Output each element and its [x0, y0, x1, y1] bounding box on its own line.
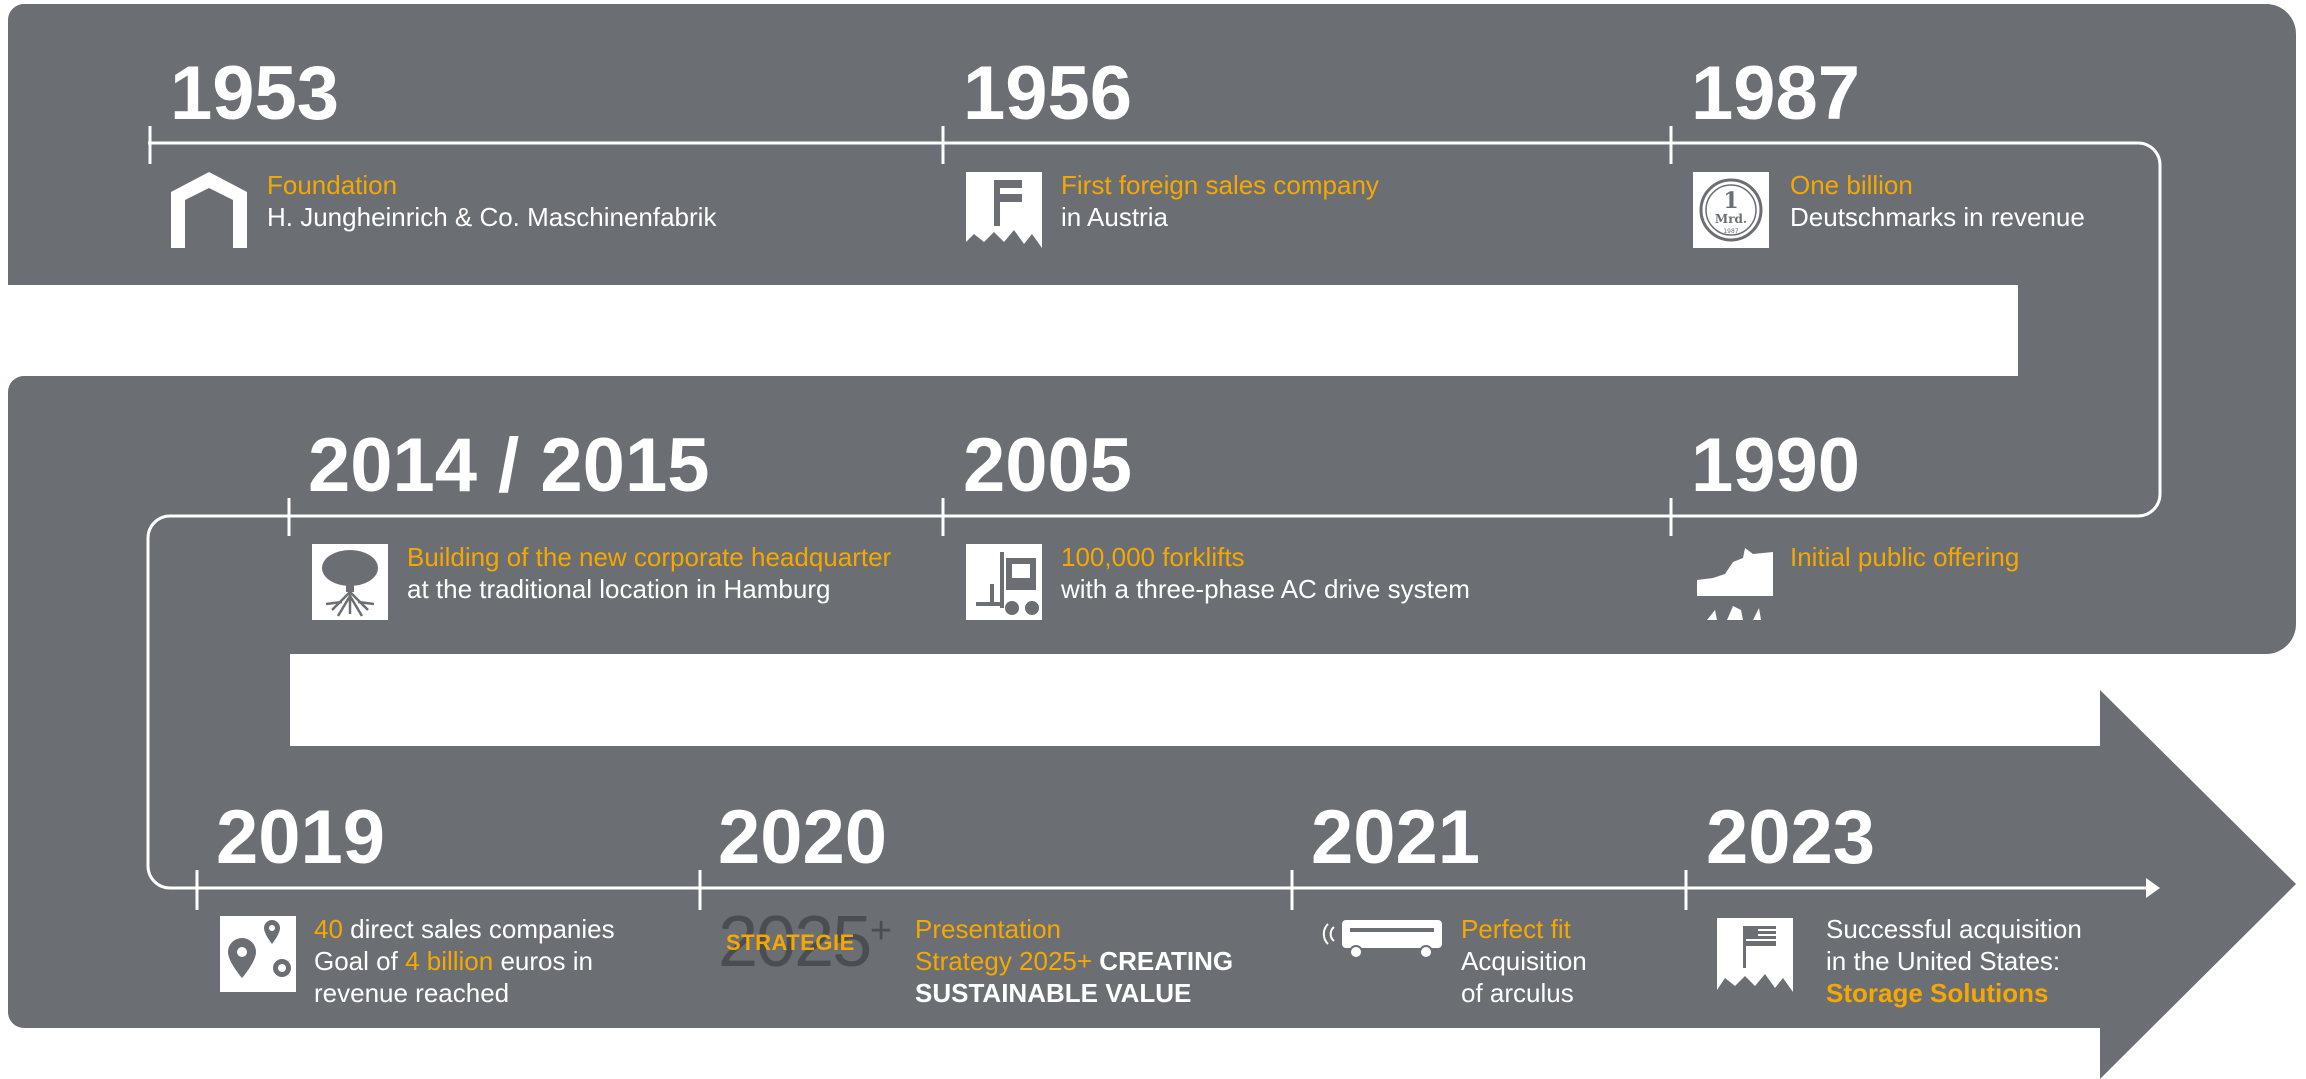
milestone-desc: direct sales companies — [342, 914, 615, 944]
goal-prefix: Goal of — [314, 946, 406, 976]
building-icon — [171, 172, 247, 248]
bull-bear-icon — [1697, 544, 1773, 620]
milestone-line-3: Storage Solutions — [1826, 978, 2049, 1008]
year-label: 2014 / 2015 — [308, 423, 710, 508]
milestone-title: Building of the new corporate headquarte… — [407, 542, 892, 572]
usa-flag-map-icon — [1717, 918, 1793, 994]
year-label: 1956 — [963, 51, 1133, 136]
billion-coin-icon: 1 Mrd. 1987 — [1693, 172, 1769, 248]
milestone-title: Presentation — [915, 914, 1061, 944]
timeline-ticks — [148, 126, 1688, 910]
year-label: 1987 — [1691, 51, 1861, 136]
milestone-desc: at the traditional location in Hamburg — [407, 574, 831, 604]
year-label: 2023 — [1706, 795, 1876, 880]
year-label: 2021 — [1311, 795, 1481, 880]
milestone-1990-text: Initial public offering — [1790, 541, 2019, 573]
milestone-line-2: Acquisition — [1461, 946, 1587, 976]
milestone-1956-text: First foreign sales company in Austria — [1061, 169, 1379, 233]
milestone-title: One billion — [1790, 170, 1913, 200]
milestone-2005-text: 100,000 forklifts with a three-phase AC … — [1061, 541, 1470, 605]
timeline-line — [146, 141, 2162, 890]
milestone-title: Foundation — [267, 170, 398, 200]
milestone-desc: with a three-phase AC drive system — [1061, 574, 1470, 604]
coin-year: 1987 — [1723, 228, 1738, 235]
logo-word: STRATEGIE — [726, 930, 855, 955]
milestone-2020-text: Presentation Strategy 2025+ CREATING SUS… — [915, 913, 1233, 1009]
coin-value: 1 — [1723, 188, 1738, 214]
year-label: 2020 — [718, 795, 888, 880]
milestone-line-3: of arculus — [1461, 978, 1574, 1008]
strategy-name: Strategy 2025+ — [915, 946, 1093, 976]
logo-number: 2025 — [718, 902, 872, 982]
milestone-desc: Deutschmarks in revenue — [1790, 202, 2085, 232]
milestone-title: 100,000 forklifts — [1061, 542, 1245, 572]
milestone-line-1: 40 direct sales companies — [314, 913, 615, 945]
logo-plus: + — [870, 910, 893, 952]
year-label: 1990 — [1691, 423, 1861, 508]
milestone-line-3: revenue reached — [314, 978, 510, 1008]
coin-label: Mrd. — [1715, 212, 1747, 226]
milestone-line-2: Goal of 4 billion euros in — [314, 945, 615, 977]
flag-map-icon — [966, 172, 1042, 248]
goal-value: 4 billion — [405, 946, 494, 976]
tree-icon — [312, 544, 388, 620]
milestone-desc: H. Jungheinrich & Co. Maschinenfabrik — [267, 202, 717, 232]
autonomous-vehicle-icon — [1318, 914, 1446, 960]
timeline-arrowhead — [2146, 878, 2160, 898]
milestone-1987-text: One billion Deutschmarks in revenue — [1790, 169, 2085, 233]
milestone-desc: in Austria — [1061, 202, 1168, 232]
milestone-line-2: in the United States: — [1826, 946, 2061, 976]
strategy-claim-2: SUSTAINABLE VALUE — [915, 978, 1192, 1008]
milestone-2014-text: Building of the new corporate headquarte… — [407, 541, 891, 605]
milestone-2019-text: 40 direct sales companies Goal of 4 bill… — [314, 913, 615, 1009]
milestone-2021-text: Perfect fit Acquisition of arculus — [1461, 913, 1587, 1009]
year-label: 2019 — [216, 795, 386, 880]
band-shape — [8, 4, 2296, 1079]
forklift-icon — [966, 544, 1042, 620]
milestone-2023-text: Successful acquisition in the United Sta… — [1826, 913, 2082, 1009]
year-label: 2005 — [963, 423, 1133, 508]
strategy-2025-logo: 2025 + STRATEGIE — [718, 906, 898, 978]
milestone-title: First foreign sales company — [1061, 170, 1379, 200]
goal-suffix: euros in — [493, 946, 593, 976]
year-label: 1953 — [170, 51, 340, 136]
strategy-claim-1: CREATING — [1092, 946, 1234, 976]
sales-company-count: 40 — [314, 914, 343, 944]
milestone-title: Initial public offering — [1790, 542, 2020, 572]
location-pins-icon — [220, 916, 296, 992]
milestone-1953-text: Foundation H. Jungheinrich & Co. Maschin… — [267, 169, 716, 233]
milestone-line-2: Strategy 2025+ CREATING — [915, 945, 1233, 977]
milestone-line-1: Successful acquisition — [1826, 914, 2082, 944]
milestone-title: Perfect fit — [1461, 914, 1571, 944]
